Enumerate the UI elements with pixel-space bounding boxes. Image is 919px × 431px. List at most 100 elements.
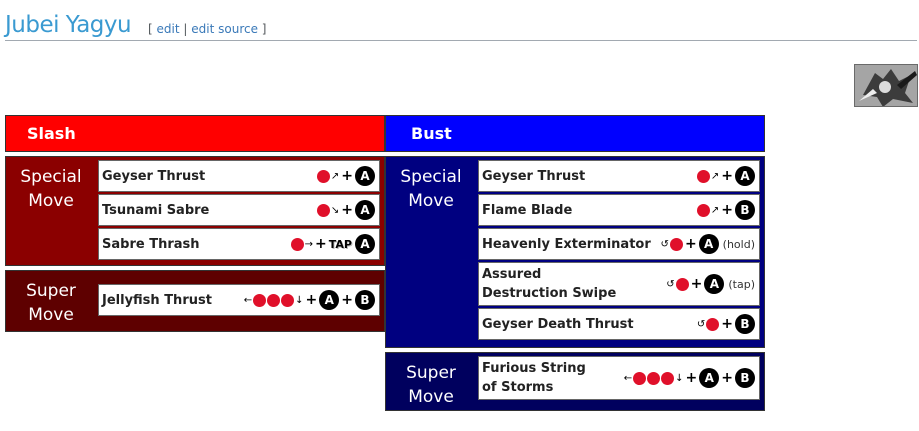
edit-bracket-close: ] xyxy=(261,22,267,36)
stick-icon xyxy=(290,237,304,251)
button-icon: B xyxy=(735,314,755,334)
move-name: Jellyfish Thrust xyxy=(102,292,212,308)
quarter-circle-icon: ↗ xyxy=(710,170,720,182)
stick-icon xyxy=(316,203,330,217)
plus-icon: + xyxy=(341,168,353,184)
button-icon: A xyxy=(699,368,720,388)
arc-arrow-icon: ↺ xyxy=(666,278,675,290)
page-title: Jubei Yagyu xyxy=(5,12,132,38)
arrow-icon: ↘ xyxy=(330,204,340,216)
group-label: Special Move xyxy=(6,157,96,265)
plus-icon: + xyxy=(721,316,733,332)
edit-separator: | xyxy=(183,22,188,36)
move-name: Geyser Thrust xyxy=(102,168,206,184)
move-row: Geyser Thrust ↗ + A xyxy=(478,160,760,192)
plus-icon: + xyxy=(305,292,318,308)
button-icon: B xyxy=(735,200,755,220)
button-icon: A xyxy=(355,234,375,254)
move-name: Geyser Thrust xyxy=(482,168,586,184)
group-label-line2: Move xyxy=(408,387,454,407)
move-note: (hold) xyxy=(722,237,755,251)
move-row: Jellyfish Thrust ← ↓ + A + B xyxy=(98,284,380,316)
move-command: ↗ + A xyxy=(696,166,755,186)
quarter-circle-icon: ↗ xyxy=(330,170,340,182)
move-command: ↗ + A xyxy=(316,166,375,186)
slash-column: Slash Special Move Geyser Thrust ↗ + A T… xyxy=(5,115,385,332)
stick-icon xyxy=(706,317,720,331)
button-icon: A xyxy=(704,274,725,294)
move-name: Flame Blade xyxy=(482,202,573,218)
arc-arrow-icon: ↺ xyxy=(696,318,706,330)
slash-header: Slash xyxy=(5,115,385,152)
bust-column: Bust Special Move Geyser Thrust ↗ + A Fl… xyxy=(385,115,765,411)
move-row: Sabre Thrash → + TAP A xyxy=(98,228,380,260)
arrow-left-icon: ← xyxy=(623,372,633,384)
move-command: ← ↓ + A + B xyxy=(244,290,375,310)
group-label-line2: Move xyxy=(408,191,454,211)
slash-super-moves: Super Move Jellyfish Thrust ← ↓ + A + B xyxy=(5,270,385,332)
group-label-line2: Move xyxy=(28,191,74,211)
plus-icon: + xyxy=(721,370,733,386)
arrow-right-icon: → xyxy=(304,238,314,250)
stick-icon xyxy=(316,169,330,183)
move-command: → + TAP A xyxy=(290,234,375,254)
stick-icon xyxy=(267,293,281,307)
plus-icon: + xyxy=(341,202,353,218)
group-label: Super Move xyxy=(386,353,476,410)
plus-icon: + xyxy=(315,236,327,252)
move-name: Heavenly Exterminator xyxy=(482,236,651,252)
stick-icon xyxy=(633,371,647,385)
slash-special-moves: Special Move Geyser Thrust ↗ + A Tsunami… xyxy=(5,156,385,266)
arrow-down-icon: ↓ xyxy=(675,372,684,384)
stick-icon xyxy=(669,237,683,251)
stick-icon xyxy=(696,203,710,217)
plus-icon: + xyxy=(690,276,703,292)
group-label-line1: Super xyxy=(406,363,456,383)
move-row: Geyser Death Thrust ↺ + B xyxy=(478,308,760,340)
arrow-down-icon: ↓ xyxy=(295,294,304,306)
stick-icon xyxy=(647,371,661,385)
move-note: (tap) xyxy=(728,277,755,291)
move-command: ↺ + A (hold) xyxy=(661,234,755,254)
group-label-line1: Super xyxy=(26,281,76,301)
bust-special-moves: Special Move Geyser Thrust ↗ + A Flame B… xyxy=(385,156,765,348)
button-icon: A xyxy=(735,166,755,186)
move-name: Tsunami Sabre xyxy=(102,202,210,218)
move-row: Flame Blade ↗ + B xyxy=(478,194,760,226)
button-icon: A xyxy=(355,166,375,186)
arc-arrow-icon: ↺ xyxy=(660,238,669,250)
edit-link[interactable]: edit xyxy=(156,22,180,36)
move-row: Heavenly Exterminator ↺ + A (hold) xyxy=(478,228,760,260)
edit-bracket-open: [ xyxy=(148,22,153,36)
button-icon: A xyxy=(698,234,719,254)
move-command: ↺ + A (tap) xyxy=(666,274,755,294)
tap-icon: TAP xyxy=(328,237,352,251)
page-heading: Jubei Yagyu [ edit | edit source ] xyxy=(5,10,917,41)
move-row: Assured Destruction Swipe ↺ + A (tap) xyxy=(478,262,760,306)
plus-icon: + xyxy=(721,202,733,218)
stick-icon xyxy=(696,169,710,183)
stick-icon xyxy=(675,277,689,291)
bust-header: Bust xyxy=(385,115,765,152)
stick-icon xyxy=(253,293,267,307)
plus-icon: + xyxy=(341,292,353,308)
move-row: Geyser Thrust ↗ + A xyxy=(98,160,380,192)
plus-icon: + xyxy=(685,370,698,386)
move-command: ↺ + B xyxy=(697,314,755,334)
edit-source-link[interactable]: edit source xyxy=(191,22,258,36)
edit-links: [ edit | edit source ] xyxy=(148,22,266,36)
stick-icon xyxy=(281,293,295,307)
move-command: ← ↓ + A + B xyxy=(624,368,755,388)
move-name: Assured Destruction Swipe xyxy=(482,267,617,301)
move-name: Furious String of Storms xyxy=(482,361,586,395)
character-portrait xyxy=(854,64,918,107)
group-label: Special Move xyxy=(386,157,476,347)
button-icon: B xyxy=(355,290,375,310)
move-row: Furious String of Storms ← ↓ + A + B xyxy=(478,356,760,400)
button-icon: B xyxy=(735,368,755,388)
bust-super-moves: Super Move Furious String of Storms ← ↓ … xyxy=(385,352,765,411)
plus-icon: + xyxy=(721,168,733,184)
plus-icon: + xyxy=(684,236,697,252)
group-label-line1: Special xyxy=(20,167,82,187)
move-name: Sabre Thrash xyxy=(102,236,200,252)
